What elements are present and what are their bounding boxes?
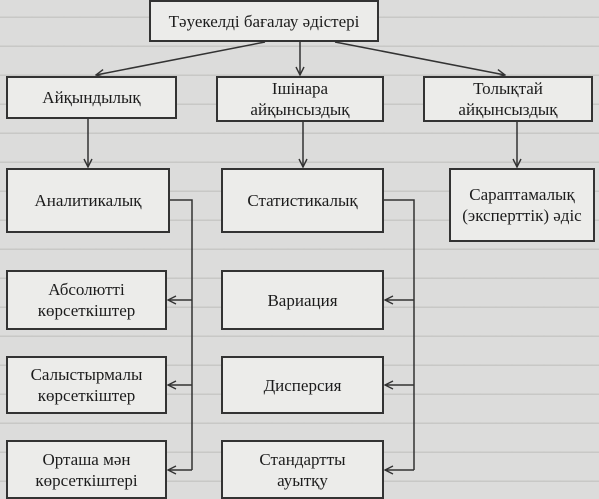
node-analitikalyq: Аналитикалық	[6, 168, 170, 233]
node-label-line: Салыстырмалы	[30, 365, 143, 384]
node-label-line: ауытқу	[277, 470, 328, 490]
node-statistikalyq: Статистикалық	[221, 168, 384, 233]
node-saraptamalyq: Сараптамалық (эксперттік) әдіс	[449, 168, 595, 242]
node-label-line: (эксперттік) әдіс	[462, 206, 582, 225]
node-ishinara-aiqynsyzdyq: Ішінара айқынсыздық	[216, 76, 384, 122]
node-label-line: Аналитикалық	[34, 191, 142, 210]
node-label-line: Толықтай	[473, 79, 543, 98]
node-label-line: айқынсыздық	[250, 100, 350, 119]
node-dispersiya: Дисперсия	[221, 356, 384, 414]
node-label-line: Вариация	[267, 290, 338, 310]
node-label-line: көрсеткіштер	[37, 386, 136, 405]
node-label-line: Айқындылық	[42, 88, 141, 107]
root-node-label: Тәуекелді бағалау әдістері	[168, 11, 360, 31]
node-standartty-auytqu: Стандартты ауытқу	[221, 440, 384, 499]
node-absolutti-korsetkishter: Абсолютті көрсеткіштер	[6, 270, 167, 330]
bracket-statistikalyq	[384, 199, 415, 470]
node-ortasha-man-korsetkishteri: Орташа мән көрсеткіштері	[6, 440, 167, 499]
node-label-line: Абсолютті	[48, 280, 125, 299]
node-label-line: Сараптамалық	[469, 185, 575, 204]
node-label-line: айқынсыздық	[458, 100, 558, 119]
node-salystyrmaly-korsetkishter: Салыстырмалы көрсеткіштер	[6, 356, 167, 414]
node-label-line: Стандартты	[259, 449, 346, 469]
bracket-analitikalyq	[170, 199, 193, 470]
node-aiqyndylyq: Айқындылық	[6, 76, 177, 119]
arrow-root-to-tolyqtai	[334, 41, 505, 75]
node-label-line: Ішінара	[271, 79, 329, 98]
node-label-line: көрсеткіштер	[37, 301, 136, 320]
node-label-line: көрсеткіштері	[35, 470, 138, 490]
node-variatsiya: Вариация	[221, 270, 384, 330]
node-label-line: Орташа мән	[42, 449, 131, 469]
node-label-line: Статистикалық	[247, 191, 358, 210]
node-label-line: Дисперсия	[263, 375, 342, 395]
root-node: Тәуекелді бағалау әдістері	[149, 0, 379, 42]
node-tolyqtai-aiqynsyzdyq: Толықтай айқынсыздық	[423, 76, 593, 122]
arrow-root-to-aiqyndylyq	[96, 41, 266, 75]
